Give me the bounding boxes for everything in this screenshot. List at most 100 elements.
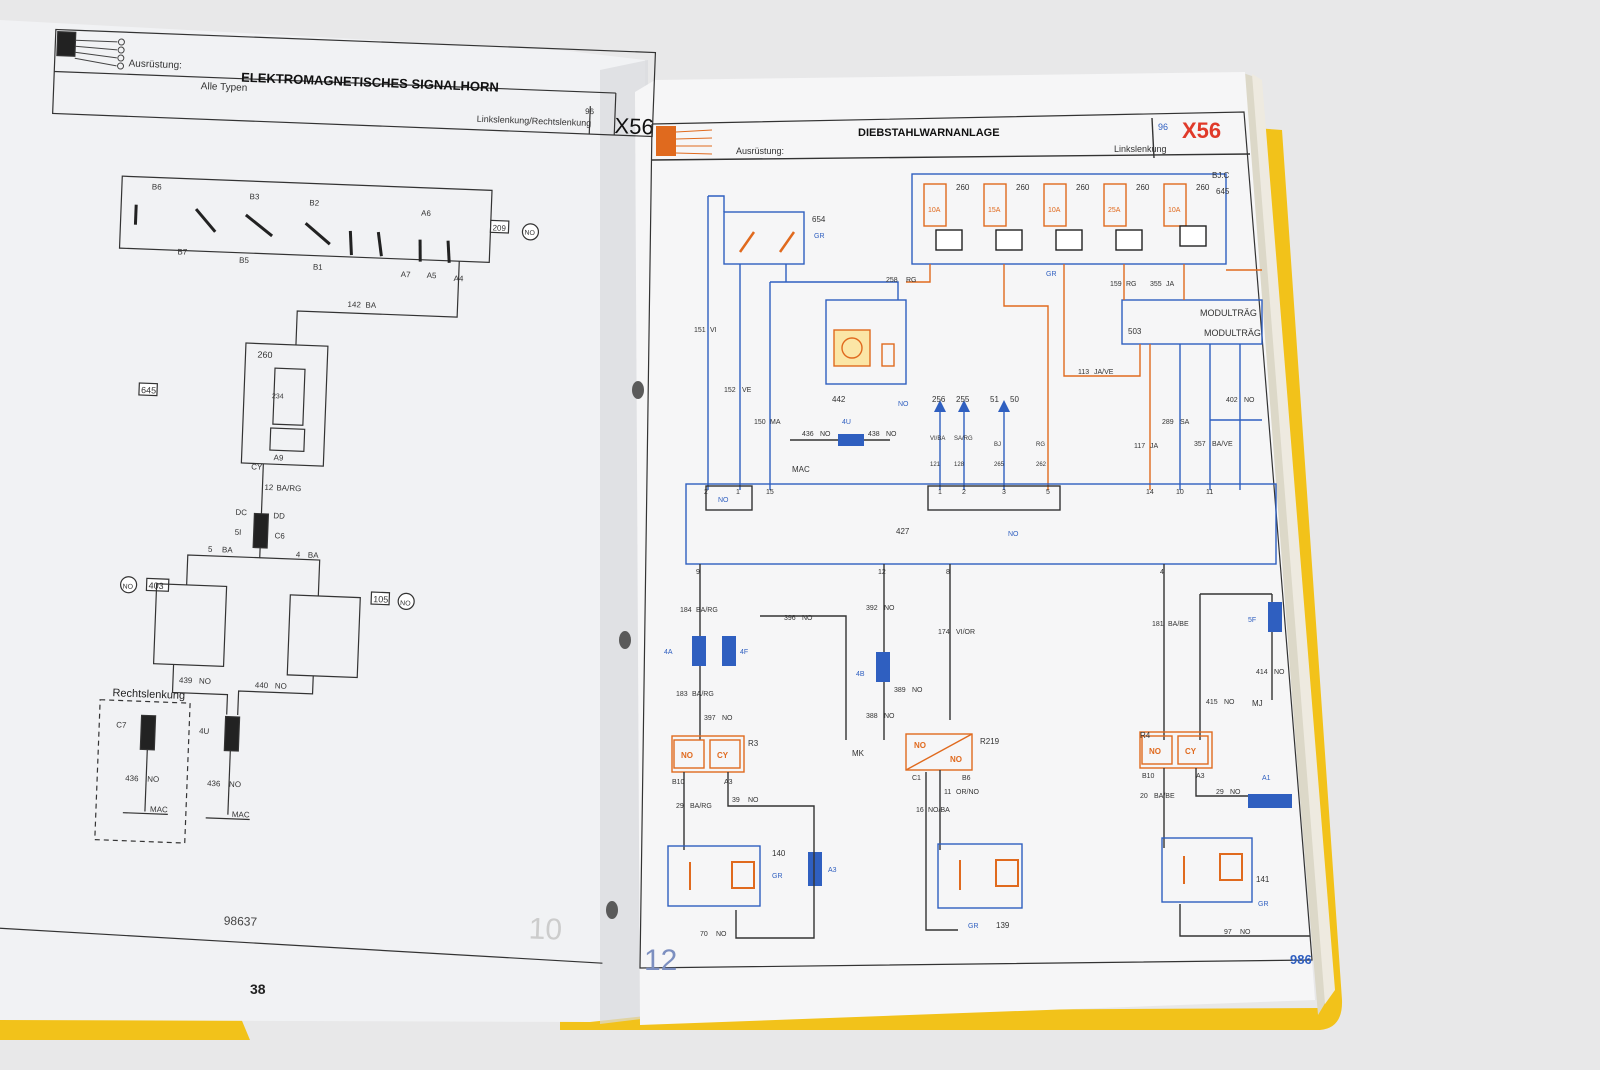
code-no-3: NO: [1008, 531, 1019, 538]
wire-183: 183: [676, 691, 688, 698]
left-corner-mark: 10: [528, 912, 563, 946]
wire-265-color: BJ: [994, 442, 1001, 448]
bus-pin-10: 10: [1176, 489, 1184, 496]
left-wire-5-color: BA: [222, 545, 234, 554]
left-component-mac-1: MAC: [150, 805, 168, 815]
wire-29b-color: NO: [1230, 789, 1241, 796]
code-gr-3: GR: [772, 873, 783, 880]
left-conn-dd: DD: [273, 511, 285, 520]
relay-pin-a3-2: A3: [1196, 773, 1205, 780]
fuse-box-260: [240, 342, 329, 467]
right-doc-number-partial: 986: [1290, 952, 1312, 967]
left-variant-label: Rechtslenkung: [112, 687, 185, 702]
wire-20-color: BA/BE: [1154, 793, 1175, 800]
left-component-105: 105: [373, 594, 388, 605]
wire-402-color: NO: [1244, 397, 1255, 404]
wire-397: 397: [704, 715, 716, 722]
wire-113: 113: [1078, 369, 1089, 376]
left-wire-439-color: NO: [199, 676, 211, 685]
code-4a: 4A: [664, 649, 673, 656]
right-component-50: 50: [1010, 395, 1019, 404]
wire-121-color: VI/BA: [930, 436, 945, 442]
code-5f: 5F: [1248, 617, 1256, 624]
bus-pin-9: 9: [696, 569, 700, 576]
left-wire-440-color: NO: [275, 681, 287, 690]
left-steering: Linkslenkung/Rechtslenkung: [477, 114, 592, 128]
bus-pin-8: 8: [946, 569, 950, 576]
wire-11-color: OR/NO: [956, 789, 980, 796]
bus-pin-3: 3: [1002, 489, 1006, 496]
wire-174: 174: [938, 629, 950, 636]
left-equipment-value: Alle Typen: [201, 81, 248, 94]
wire-289: 289: [1162, 419, 1174, 426]
wire-184-color: BA/RG: [696, 607, 718, 614]
left-conn-b1: B1: [313, 263, 324, 272]
left-conn-b7: B7: [177, 247, 188, 256]
code-no-2: NO: [718, 497, 729, 504]
wire-402: 402: [1226, 397, 1238, 404]
bus-pin-4: 4: [1160, 569, 1164, 576]
rhd-variant-box: [94, 699, 191, 844]
bus-pin-12: 12: [878, 569, 886, 576]
wire-150-color: MA: [770, 419, 781, 426]
wire-438-color: NO: [886, 431, 897, 438]
relay-label-no-1: NO: [681, 751, 693, 760]
wire-159: 159: [1110, 281, 1122, 288]
left-conn-b2: B2: [309, 198, 320, 207]
wire-388: 388: [866, 713, 878, 720]
right-model: X56: [1182, 118, 1221, 143]
wire-392-color: NO: [884, 605, 895, 612]
fuse-value-3: 260: [1076, 183, 1090, 192]
left-page: [0, 20, 650, 1024]
right-component-r4: R4: [1140, 731, 1151, 740]
right-module-label-2: MODULTRÄG: [1204, 328, 1261, 338]
fuse-label-1: 10A: [928, 207, 941, 214]
wire-151: 151: [694, 327, 706, 334]
wire-414-color: NO: [1274, 669, 1285, 676]
right-year: 96: [1158, 122, 1168, 132]
wire-357: 357: [1194, 441, 1206, 448]
left-wire-4-id: 4: [296, 550, 301, 559]
bus-pin-11: 11: [1206, 489, 1213, 496]
fuse-value-1: 260: [956, 183, 970, 192]
left-conn-a7: A7: [401, 270, 412, 279]
left-conn-a5: A5: [427, 271, 438, 280]
wire-355-color: JA: [1166, 281, 1175, 288]
wire-117: 117: [1134, 443, 1145, 450]
right-component-mk: MK: [852, 749, 865, 758]
horn-105: [286, 594, 361, 679]
wire-39-color: NO: [748, 797, 759, 804]
right-title: DIEBSTAHLWARNANLAGE: [858, 127, 1000, 139]
wire-29a-color: BA/RG: [690, 803, 712, 810]
bus-pin-2: 2: [704, 489, 708, 496]
relay-label-cy-2: CY: [1185, 747, 1197, 756]
code-a1: A1: [1262, 775, 1271, 782]
fuse-label-4: 25A: [1108, 207, 1121, 214]
wire-39: 39: [732, 797, 740, 804]
right-component-r3: R3: [748, 739, 759, 748]
right-component-654: 654: [812, 215, 826, 224]
code-a3: A3: [828, 867, 837, 874]
wire-392: 392: [866, 605, 878, 612]
wire-436: 436: [802, 431, 814, 438]
right-component-141: 141: [1256, 875, 1270, 884]
horn-403: [152, 583, 228, 668]
bus-pin-1: 1: [736, 489, 740, 496]
right-component-503: 503: [1128, 327, 1142, 336]
wire-357-color: BA/VE: [1212, 441, 1233, 448]
relay-pin-b6: B6: [962, 775, 971, 782]
code-4u: 4U: [842, 419, 851, 426]
wire-258: 258: [886, 277, 898, 284]
wire-183-color: BA/RG: [692, 691, 714, 698]
bus-pin-5: 5: [1046, 489, 1050, 496]
left-wire-436-id-2: 436: [207, 779, 221, 789]
wire-117-color: JA: [1150, 443, 1159, 450]
relay-label-no-3: NO: [950, 755, 962, 764]
relay-pin-c1: C1: [912, 775, 921, 782]
right-component-r219: R219: [980, 737, 1000, 746]
right-equipment-label: Ausrüstung:: [736, 146, 784, 156]
wire-97: 97: [1224, 929, 1232, 936]
wire-258-color: RG: [906, 277, 917, 284]
wire-414: 414: [1256, 669, 1268, 676]
